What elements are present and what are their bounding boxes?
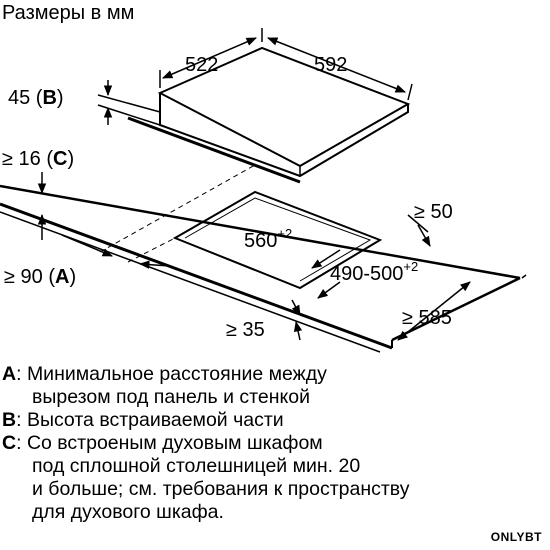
dim-560-label: 560+2: [244, 226, 292, 252]
dim-16-label: ≥ 16 (C): [2, 148, 74, 170]
legend-item-b: B: Высота встраиваемой части: [2, 409, 284, 431]
countertop-top-edge: [127, 116, 301, 184]
dim-50-label: ≥ 50: [414, 201, 453, 223]
dim-522-label: 522: [185, 54, 218, 76]
legend-text: и больше; см. требования к пространству: [32, 478, 410, 500]
dim-490-line: [311, 249, 341, 299]
dim-45-line: [97, 80, 161, 126]
legend-item-c: C: Со встроеным духовым шкафом под сплош…: [2, 432, 548, 524]
legend-text: Высота встраиваемой части: [26, 409, 284, 431]
dim-592-label: 592: [314, 54, 347, 76]
dim-490-label: 490-500+2: [330, 259, 418, 285]
legend-letter: A: [2, 363, 17, 385]
dim-35-line: [291, 299, 303, 341]
projection-dashes: [99, 164, 256, 263]
legend-letter: C: [2, 432, 17, 454]
legend: A: Минимальное расстояние между вырезом …: [2, 363, 548, 524]
dim-592-line: [267, 37, 413, 101]
dim-90-line: [61, 234, 171, 269]
cutout-outline: [172, 190, 383, 290]
legend-item-a: A: Минимальное расстояние между вырезом …: [2, 363, 548, 409]
legend-letter: B: [2, 409, 17, 431]
dim-585-line: [397, 274, 527, 341]
legend-text: Со встроеным духовым шкафом: [26, 432, 323, 454]
legend-text: Минимальное расстояние между: [26, 363, 327, 385]
dim-50-line: [407, 214, 431, 247]
dim-45-label: 45 (B): [8, 87, 64, 109]
dim-90-label: ≥ 90 (A): [4, 266, 76, 288]
legend-text: под сплошной столешницей мин. 20: [32, 455, 361, 477]
dimension-diagram: Размеры в мм 522 592 45 (B): [0, 2, 527, 353]
diagram-title: Размеры в мм: [2, 2, 134, 24]
watermark-logo: ONLYBT: [490, 530, 542, 544]
legend-text: для духового шкафа.: [32, 501, 224, 523]
legend-text: вырезом под панель и стенкой: [32, 386, 310, 408]
dim-522-line: [159, 28, 263, 88]
dim-585-label: ≥ 585: [402, 307, 452, 329]
dim-35-label: ≥ 35: [226, 319, 265, 341]
